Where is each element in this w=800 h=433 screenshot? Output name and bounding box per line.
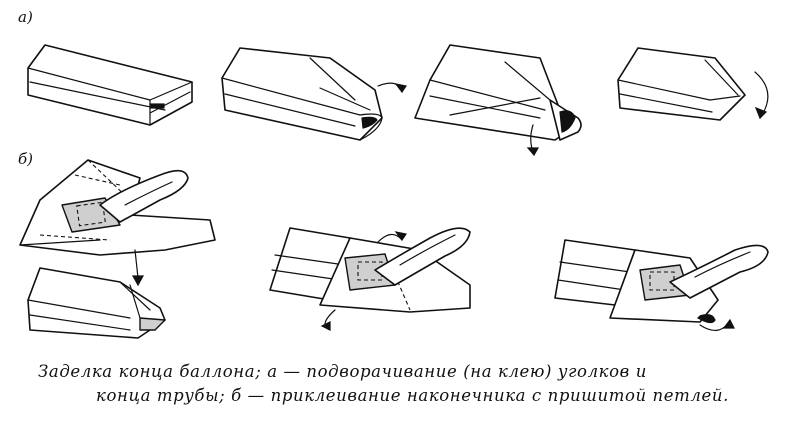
tip-with-loop-step1 bbox=[19, 159, 216, 287]
illustration bbox=[19, 44, 769, 339]
part-a-label: а) bbox=[18, 8, 33, 26]
tube-corner-fold-step2 bbox=[221, 47, 407, 141]
tube-end-finished-step4 bbox=[617, 47, 769, 121]
tube-end-folded-b1 bbox=[27, 267, 166, 339]
tube-flat-step1 bbox=[27, 44, 193, 126]
tip-on-tube-step2 bbox=[269, 227, 471, 331]
caption-line-1: Заделка конца баллона; а — подворачивани… bbox=[38, 362, 647, 381]
tip-finished-step3 bbox=[554, 239, 769, 331]
caption-line-2: конца трубы; б — приклеивание наконечник… bbox=[96, 386, 729, 405]
figure-caption: Заделка конца баллона; а — подворачивани… bbox=[38, 360, 778, 408]
part-b-label: б) bbox=[18, 150, 34, 168]
tube-end-roll-step3 bbox=[414, 44, 582, 157]
